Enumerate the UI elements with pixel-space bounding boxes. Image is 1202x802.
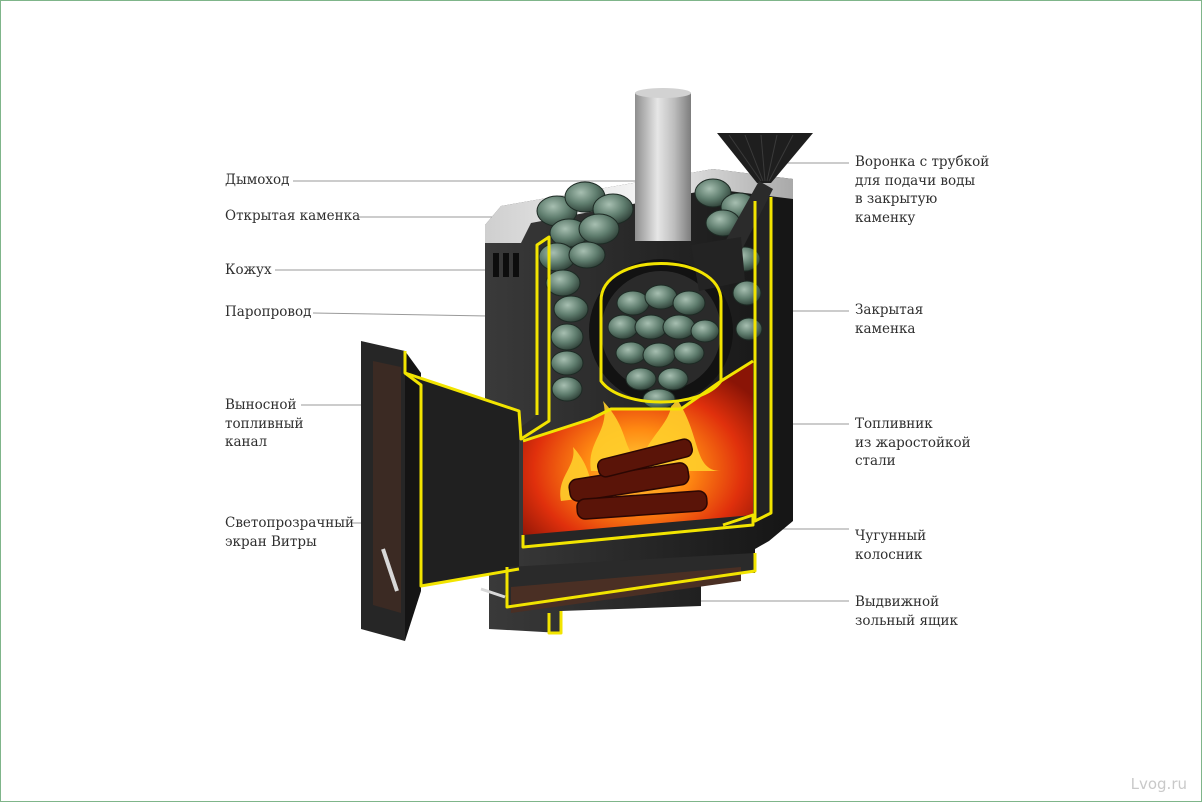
label-steam-duct: Паропровод <box>225 303 311 322</box>
label-casing: Кожух <box>225 261 272 280</box>
label-ash-drawer-line2: зольный ящик <box>855 612 958 629</box>
label-grate-line2: колосник <box>855 546 923 563</box>
chimney-pipe <box>635 88 691 241</box>
label-glass-screen-line2: экран Витры <box>225 533 317 550</box>
label-glass-screen: Светопрозрачный экран Витры <box>225 514 354 551</box>
label-fuel-channel-line2: топливный <box>225 415 304 432</box>
label-fuel-channel-line3: канал <box>225 434 268 450</box>
label-firebox-line2: из жаростойкой <box>855 434 971 451</box>
label-open-heater-line1: Открытая каменка <box>225 208 361 224</box>
cutaway-edges <box>403 197 773 635</box>
label-water-funnel-line1: Воронка с трубкой <box>855 154 990 170</box>
label-steam-duct-line1: Паропровод <box>225 304 312 320</box>
label-water-funnel-line3: в закрытую <box>855 191 938 207</box>
label-grate: Чугунный колосник <box>855 527 926 564</box>
water-funnel <box>691 133 813 291</box>
label-water-funnel-line2: для подачи воды <box>855 172 976 189</box>
label-firebox-line3: стали <box>855 453 896 469</box>
label-closed-heater-line2: каменка <box>855 320 916 337</box>
stones-closed-heater <box>607 284 720 410</box>
label-firebox-line1: Топливник <box>855 416 933 432</box>
label-water-funnel-line4: каменку <box>855 209 916 226</box>
label-firebox: Топливник из жаростойкой стали <box>855 415 971 471</box>
label-water-funnel: Воронка с трубкой для подачи воды в закр… <box>855 153 989 227</box>
label-open-heater: Открытая каменка <box>225 207 360 226</box>
label-chimney-line1: Дымоход <box>225 172 290 188</box>
label-ash-drawer-line1: Выдвижной <box>855 594 940 610</box>
label-casing-line1: Кожух <box>225 262 272 278</box>
label-closed-heater-line1: Закрытая <box>855 302 924 318</box>
label-closed-heater: Закрытая каменка <box>855 301 923 338</box>
label-fuel-channel-line1: Выносной <box>225 397 297 413</box>
label-fuel-channel: Выносной топливный канал <box>225 396 304 452</box>
label-ash-drawer: Выдвижной зольный ящик <box>855 593 958 630</box>
label-glass-screen-line1: Светопрозрачный <box>225 515 355 531</box>
watermark: Lvog.ru <box>1130 775 1187 793</box>
label-chimney: Дымоход <box>225 171 289 190</box>
label-grate-line1: Чугунный <box>855 528 927 544</box>
